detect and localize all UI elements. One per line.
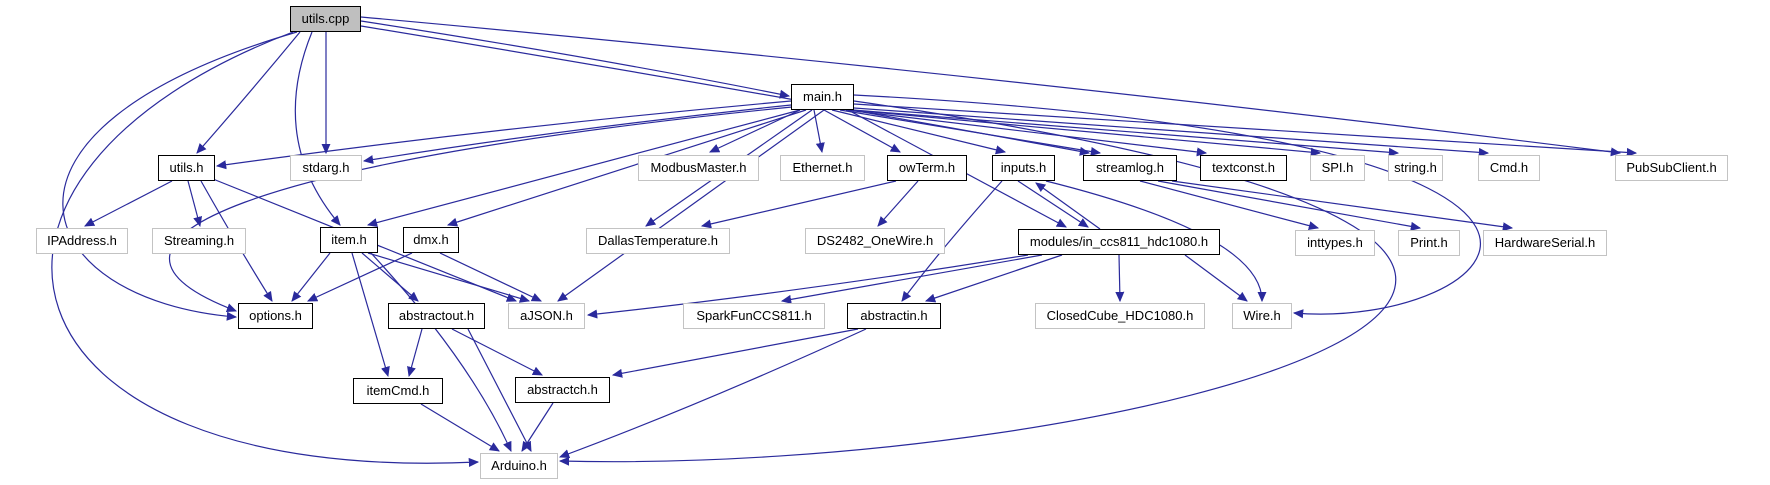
- edge-modules-in-ccs811-hdc1080-h-to-sparkfunccs811-h: [780, 254, 1043, 304]
- node-streamlog-h[interactable]: streamlog.h: [1083, 155, 1177, 181]
- node-stdarg-h: stdarg.h: [290, 155, 362, 181]
- edge-abstractin-h-to-abstractch-h: [611, 328, 859, 378]
- node-abstractout-h[interactable]: abstractout.h: [388, 303, 485, 329]
- edge-abstractin-h-to-arduino-h: [558, 328, 867, 459]
- edge-main-h-to-cmd-h: [853, 107, 1490, 157]
- edge-main-h-to-ajson-h: [557, 109, 825, 302]
- edge-abstractout-h-to-abstractch-h: [451, 328, 543, 376]
- node-ajson-h: aJSON.h: [508, 303, 585, 329]
- edge-main-h-to-options-h: [169, 106, 793, 312]
- edge-item-h-to-options-h: [291, 252, 331, 302]
- edge-item-h-to-abstractout-h: [361, 252, 419, 302]
- node-dmx-h[interactable]: dmx.h: [403, 227, 459, 253]
- node-pubsubclient-h: PubSubClient.h: [1615, 155, 1728, 181]
- node-closedcube-hdc1080-h: ClosedCube_HDC1080.h: [1035, 303, 1205, 329]
- edge-utils-cpp-to-arduino-h: [51, 31, 480, 467]
- node-ipaddress-h: IPAddress.h: [36, 228, 128, 254]
- edge-abstractch-h-to-arduino-h: [521, 402, 554, 452]
- node-modbusmaster-h: ModbusMaster.h: [638, 155, 759, 181]
- edge-main-h-to-item-h: [366, 109, 801, 228]
- node-arduino-h: Arduino.h: [480, 453, 558, 479]
- edge-abstractout-h-to-itemcmd-h: [407, 328, 423, 378]
- node-itemcmd-h[interactable]: itemCmd.h: [353, 378, 443, 404]
- node-utils-h[interactable]: utils.h: [158, 155, 215, 181]
- node-ethernet-h: Ethernet.h: [780, 155, 865, 181]
- edge-streamlog-h-to-inttypes-h: [1139, 180, 1320, 231]
- node-item-h[interactable]: item.h: [320, 227, 378, 253]
- edge-main-h-to-stdarg-h: [362, 104, 792, 165]
- edge-utils-cpp-to-item-h: [294, 31, 341, 226]
- edge-modules-in-ccs811-hdc1080-h-to-wire-h: [1184, 254, 1248, 302]
- node-dallastemperature-h: DallasTemperature.h: [586, 228, 730, 254]
- edge-streamlog-h-to-print-h: [1157, 180, 1422, 231]
- edge-owterm-h-to-dallastemperature-h: [700, 180, 897, 229]
- edge-main-h-to-owterm-h: [823, 109, 901, 153]
- edge-main-h-to-dmx-h: [446, 109, 807, 227]
- edge-itemcmd-h-to-arduino-h: [420, 403, 500, 452]
- node-hardwareserial-h: HardwareSerial.h: [1483, 230, 1607, 256]
- node-inttypes-h: inttypes.h: [1295, 230, 1375, 256]
- edge-utils-cpp-to-options-h: [62, 31, 298, 321]
- edge-modules-in-ccs811-hdc1080-h-to-closedcube-hdc1080-h: [1115, 254, 1125, 303]
- edge-streamlog-h-to-hardwareserial-h: [1171, 180, 1514, 232]
- node-options-h[interactable]: options.h: [238, 303, 313, 329]
- node-wire-h: Wire.h: [1232, 303, 1292, 329]
- edge-modules-in-ccs811-hdc1080-h-to-ajson-h: [586, 254, 1029, 319]
- node-modules-in-ccs811-hdc1080-h[interactable]: modules/in_ccs811_hdc1080.h: [1018, 229, 1220, 255]
- node-string-h: string.h: [1388, 155, 1443, 181]
- edge-main-h-to-streamlog-h: [839, 109, 1102, 156]
- edge-main-h-to-spi-h: [849, 109, 1322, 157]
- edge-utils-cpp-to-pubsubclient-h: [360, 16, 1622, 157]
- edge-utils-h-to-streaming-h: [187, 180, 203, 228]
- edge-main-h-to-ethernet-h: [813, 109, 825, 154]
- edge-main-h-to-string-h: [852, 109, 1400, 157]
- edge-item-h-to-itemcmd-h: [351, 252, 390, 378]
- node-spi-h: SPI.h: [1310, 155, 1365, 181]
- node-print-h: Print.h: [1398, 230, 1460, 256]
- edge-abstractout-h-to-arduino-h: [467, 328, 532, 452]
- edge-main-h-to-wire-h: [853, 94, 1481, 319]
- node-ds2482-onewire-h: DS2482_OneWire.h: [805, 228, 945, 254]
- edge-utils-cpp-to-main-h: [360, 20, 791, 99]
- edge-utils-h-to-ipaddress-h: [84, 180, 173, 227]
- node-owterm-h[interactable]: owTerm.h: [887, 155, 967, 181]
- node-sparkfunccs811-h: SparkFunCCS811.h: [683, 303, 825, 329]
- edge-inputs-h-to-abstractin-h: [901, 180, 1003, 302]
- edge-owterm-h-to-ds2482-onewire-h: [877, 180, 919, 227]
- edge-dmx-h-to-options-h: [307, 252, 413, 302]
- node-cmd-h: Cmd.h: [1478, 155, 1540, 181]
- edge-main-h-to-textconst-h: [845, 109, 1208, 157]
- edge-item-h-to-arduino-h: [370, 252, 512, 452]
- node-streaming-h: Streaming.h: [152, 228, 246, 254]
- node-textconst-h[interactable]: textconst.h: [1200, 155, 1287, 181]
- edge-modules-in-ccs811-hdc1080-h-to-abstractin-h: [924, 254, 1063, 303]
- node-abstractin-h[interactable]: abstractin.h: [847, 303, 941, 329]
- edge-inputs-h-to-modules-in-ccs811-hdc1080-h: [1017, 180, 1089, 228]
- edge-utils-cpp-to-utils-h: [196, 31, 301, 154]
- node-utils-cpp: utils.cpp: [290, 6, 361, 32]
- node-inputs-h[interactable]: inputs.h: [992, 155, 1055, 181]
- edge-modules-in-ccs811-hdc1080-h-to-inputs-h: [1035, 182, 1101, 230]
- node-main-h[interactable]: main.h: [791, 84, 854, 110]
- edge-dmx-h-to-ajson-h: [439, 252, 542, 302]
- node-abstractch-h[interactable]: abstractch.h: [515, 377, 610, 403]
